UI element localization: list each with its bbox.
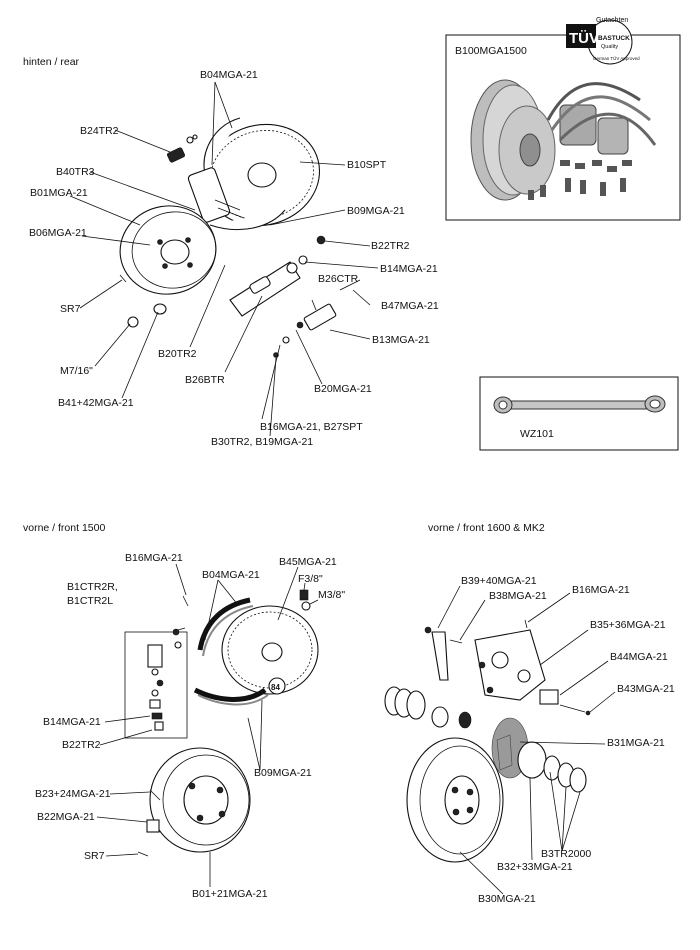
tool-frame <box>479 376 679 451</box>
label-84: 84 <box>271 683 280 692</box>
label-b09mga-front1500: B09MGA-21 <box>254 767 312 779</box>
label-b01-21mga: B01+21MGA-21 <box>192 888 268 900</box>
label-m38: M3/8" <box>318 589 345 601</box>
label-b01mga: B01MGA-21 <box>30 187 88 199</box>
label-b13mga: B13MGA-21 <box>372 334 430 346</box>
front1600-leader-lines <box>437 585 616 895</box>
label-b32-33mga: B32+33MGA-21 <box>497 861 573 873</box>
gutachten-text: Gutachten <box>596 17 628 24</box>
label-b30-b19: B30TR2, B19MGA-21 <box>211 436 313 448</box>
tuv-text: TÜV <box>569 30 599 47</box>
front1500-assembly-drawing: 84 <box>124 589 319 857</box>
label-f38: F3/8" <box>298 573 323 585</box>
label-b09mga-rear: B09MGA-21 <box>347 205 405 217</box>
label-b16-b27: B16MGA-21, B27SPT <box>260 421 363 433</box>
tuv-badge: TÜV Gutachten BASTUCK Quality German TÜV… <box>566 17 640 65</box>
label-b24tr2: B24TR2 <box>80 125 119 137</box>
tool-panel: WZ101 <box>479 376 679 451</box>
label-b16mga-front1500: B16MGA-21 <box>125 552 183 564</box>
rear-assembly-drawing <box>119 117 361 358</box>
label-b38mga: B38MGA-21 <box>489 590 547 602</box>
section-front1500-heading: vorne / front 1500 <box>23 522 105 534</box>
approved-text: German TÜV Approved <box>593 55 640 61</box>
section-rear-heading: hinten / rear <box>23 56 80 68</box>
tuv-box <box>566 24 596 48</box>
label-b31mga: B31MGA-21 <box>607 737 665 749</box>
quality-text: Quality <box>601 44 618 50</box>
section-front1600-heading: vorne / front 1600 & MK2 <box>428 522 545 534</box>
label-b43mga: B43MGA-21 <box>617 683 675 695</box>
label-b16mga-front1600: B16MGA-21 <box>572 584 630 596</box>
label-sr7-front1500: SR7 <box>84 850 105 862</box>
label-b22mga: B22MGA-21 <box>37 811 95 823</box>
tool-part-number: WZ101 <box>520 428 554 440</box>
label-b20mga: B20MGA-21 <box>314 383 372 395</box>
label-b04mga-rear: B04MGA-21 <box>200 69 258 81</box>
front1500-leader-lines <box>96 563 319 857</box>
label-b30mga: B30MGA-21 <box>478 893 536 905</box>
label-b14mga-front1500: B14MGA-21 <box>43 716 101 728</box>
rear-leader-lines <box>69 81 379 437</box>
label-m716: M7/16" <box>60 365 93 377</box>
label-b06mga: B06MGA-21 <box>29 227 87 239</box>
label-b23-24mga: B23+24MGA-21 <box>35 788 111 800</box>
kit-photo <box>470 79 657 201</box>
label-b40tr3: B40TR3 <box>56 166 95 178</box>
label-b47mga: B47MGA-21 <box>381 300 439 312</box>
brake-kit-panel: B100MGA1500 TÜV Gutachten BASTUCK Qualit… <box>445 17 681 221</box>
label-b1ctr2l: B1CTR2L <box>67 595 113 607</box>
front1600-assembly-drawing <box>384 619 591 863</box>
kit-part-number: B100MGA1500 <box>455 45 527 57</box>
label-b35-36mga: B35+36MGA-21 <box>590 619 666 631</box>
label-b14mga-rear: B14MGA-21 <box>380 263 438 275</box>
label-b39-40mga: B39+40MGA-21 <box>461 575 537 587</box>
wrench-illustration <box>493 395 666 414</box>
label-b22tr2-front1500: B22TR2 <box>62 739 101 751</box>
label-b22tr2-rear: B22TR2 <box>371 240 410 252</box>
label-b45mga: B45MGA-21 <box>279 556 337 568</box>
label-b10spt: B10SPT <box>347 159 387 171</box>
label-b26ctr: B26CTR <box>318 273 359 285</box>
label-sr7-rear: SR7 <box>60 303 81 315</box>
label-b20tr2: B20TR2 <box>158 348 197 360</box>
label-b26btr: B26BTR <box>185 374 225 386</box>
label-b41-42mga: B41+42MGA-21 <box>58 397 134 409</box>
label-b1ctr2r: B1CTR2R, <box>67 581 118 593</box>
label-b3tr2000: B3TR2000 <box>541 848 591 860</box>
label-b04mga-front1500: B04MGA-21 <box>202 569 260 581</box>
bastuck-text: BASTUCK <box>598 35 630 42</box>
label-b44mga: B44MGA-21 <box>610 651 668 663</box>
